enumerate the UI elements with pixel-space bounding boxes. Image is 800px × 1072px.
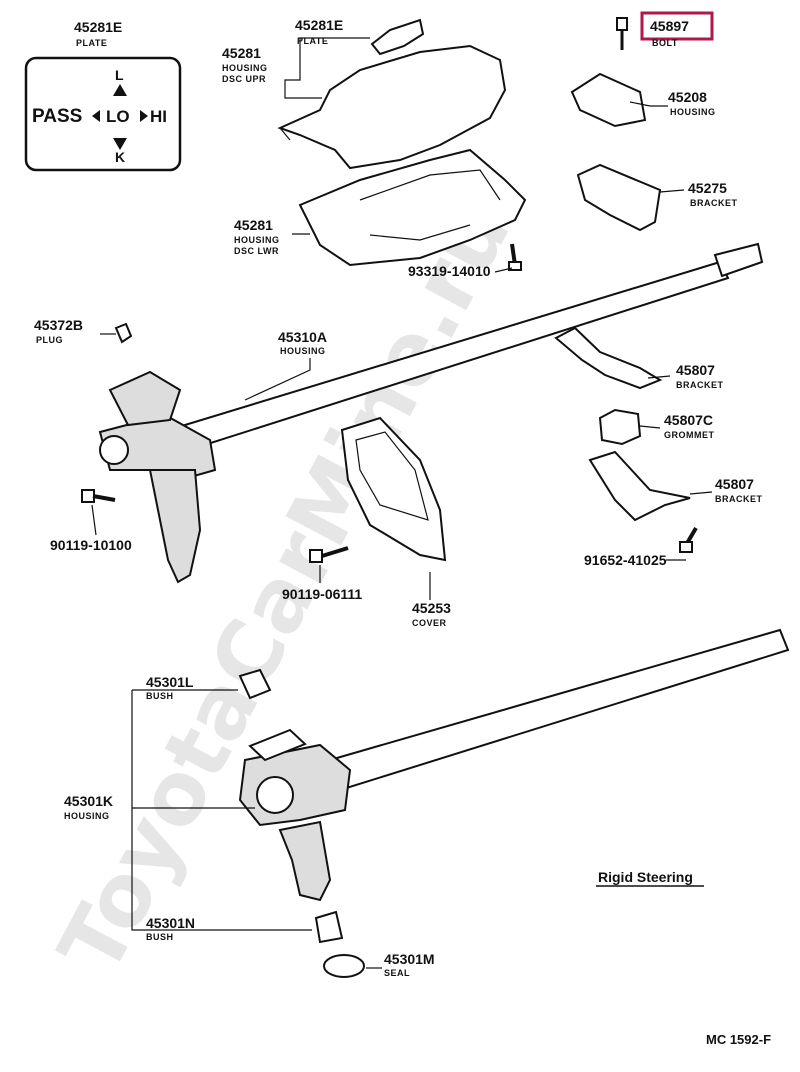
seal-drawing [323,954,365,978]
switch-up-label: L [115,67,124,83]
svg-text:PLATE: PLATE [297,36,328,46]
svg-text:45807: 45807 [676,362,715,378]
label-housing-dsc-upr: 45281 HOUSING DSC UPR [222,45,268,84]
upper-housing-drawing [277,44,507,170]
label-screw-93319: 93319-14010 [408,263,491,279]
label-cover: 45253 COVER [412,600,451,628]
svg-text:BRACKET: BRACKET [715,494,763,504]
label-housing-45208: 45208 HOUSING [668,89,716,117]
svg-text:45208: 45208 [668,89,707,105]
svg-text:90119-10100: 90119-10100 [50,537,132,553]
svg-text:BUSH: BUSH [146,932,174,942]
svg-text:91652-41025: 91652-41025 [584,552,667,568]
svg-text:DSC LWR: DSC LWR [234,246,279,256]
bush-45301L-drawing [238,668,272,700]
svg-text:45897: 45897 [650,18,689,34]
label-grommet: 45807C GROMMET [664,412,715,440]
label-plate-switch: 45281E PLATE [74,19,122,48]
caption-rigid-steering: Rigid Steering [596,869,704,887]
svg-text:45301N: 45301N [146,915,195,931]
svg-text:45301K: 45301K [64,793,113,809]
svg-text:45275: 45275 [688,180,727,196]
grommet-drawing [598,408,642,446]
label-bush-45301N: 45301N BUSH [146,915,195,942]
label-plate: 45281E PLATE [295,17,343,46]
label-bolt-90119-06111: 90119-06111 [282,586,362,602]
svg-text:BOLT: BOLT [652,38,678,48]
highlight-box [640,11,714,41]
bolt-90119-06111-drawing [309,546,349,563]
svg-text:HOUSING: HOUSING [234,235,280,245]
label-bracket-45807-lower: 45807 BRACKET [715,476,763,504]
svg-text:45310A: 45310A [278,329,327,345]
svg-text:93319-14010: 93319-14010 [408,263,491,279]
svg-text:HOUSING: HOUSING [670,107,716,117]
label-bolt-45897: 45897 BOLT [640,11,714,48]
svg-text:45372B: 45372B [34,317,83,333]
lower-housing-drawing [298,148,527,267]
leader-lines [91,37,713,969]
label-housing-dsc-lwr: 45281 HOUSING DSC LWR [234,217,280,256]
svg-text:45253: 45253 [412,600,451,616]
label-seal: 45301M SEAL [384,951,435,978]
svg-text:BUSH: BUSH [146,691,174,701]
svg-text:HOUSING: HOUSING [280,346,326,356]
svg-text:45281: 45281 [222,45,261,61]
svg-text:SEAL: SEAL [384,968,410,978]
bolt-91652-drawing [679,526,698,553]
column-housing-upper-drawing [98,242,764,584]
svg-text:45807: 45807 [715,476,754,492]
switch-lo-label: LO [106,107,130,126]
svg-text:PLATE: PLATE [76,38,107,48]
svg-text:45807C: 45807C [664,412,713,428]
bolt-45897-drawing [616,17,628,50]
label-housing-45310A: 45310A HOUSING [278,329,327,356]
screw-93319-drawing [508,243,522,271]
svg-text:HOUSING: HOUSING [64,811,110,821]
svg-text:HOUSING: HOUSING [222,63,268,73]
switch-plate-drawing: PASS LO HI L K [24,56,182,172]
svg-text:45301M: 45301M [384,951,435,967]
svg-text:BRACKET: BRACKET [690,198,738,208]
bracket-45807-lower-drawing [588,450,691,522]
cover-drawing [340,416,447,562]
svg-text:45281E: 45281E [74,19,122,35]
column-housing-lower-drawing [238,628,790,902]
bracket-45807-upper-drawing [554,326,663,390]
bush-45301N-drawing [314,910,344,944]
label-housing-45301K: 45301K HOUSING [64,793,113,821]
switch-hi-label: HI [150,107,167,126]
svg-text:GROMMET: GROMMET [664,430,715,440]
svg-text:DSC UPR: DSC UPR [222,74,266,84]
svg-text:45281: 45281 [234,217,273,233]
bolt-90119-10100-drawing [81,489,116,503]
switch-pass-label: PASS [32,106,82,127]
svg-text:BRACKET: BRACKET [676,380,724,390]
label-plug: 45372B PLUG [34,317,83,345]
bracket-45275-drawing [576,163,662,232]
diagram-code: MC 1592-F [706,1032,771,1047]
svg-text:45281E: 45281E [295,17,343,33]
label-bracket-45807-upper: 45807 BRACKET [676,362,724,390]
label-bracket-45275: 45275 BRACKET [688,180,738,208]
label-bolt-90119-10100: 90119-10100 [50,537,132,553]
svg-text:COVER: COVER [412,618,447,628]
svg-text:PLUG: PLUG [36,335,63,345]
svg-text:Rigid Steering: Rigid Steering [598,869,693,885]
plug-drawing [114,322,133,344]
label-bolt-91652: 91652-41025 [584,552,667,568]
switch-down-label: K [115,149,125,165]
svg-text:45301L: 45301L [146,674,194,690]
housing-45208-drawing [570,72,647,128]
label-bush-45301L: 45301L BUSH [146,674,194,701]
plate-drawing [370,18,425,56]
svg-text:90119-06111: 90119-06111 [282,586,362,602]
